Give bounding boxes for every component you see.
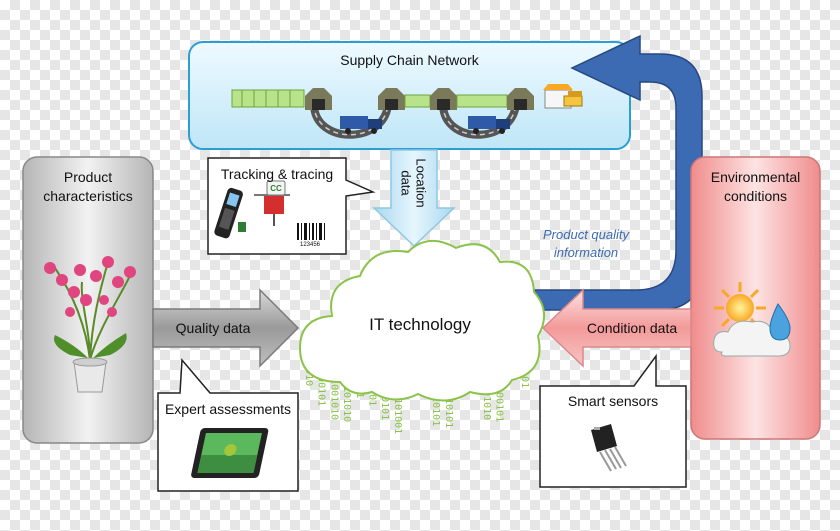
it-technology-cloud xyxy=(298,240,545,402)
quality-data-arrow xyxy=(152,288,300,368)
location-data-label: Location data xyxy=(392,157,436,208)
rfid-scanner-icon xyxy=(214,187,246,239)
tablet-icon xyxy=(191,428,269,478)
truck-icon xyxy=(468,116,510,134)
product-title-line2: characteristics xyxy=(43,188,133,204)
depot-icon xyxy=(305,88,332,110)
smart-sensors-title: Smart sensors xyxy=(567,393,659,409)
environmental-conditions-panel xyxy=(690,156,821,440)
barcode-icon xyxy=(297,223,325,240)
orchid-plant-icon xyxy=(44,256,136,393)
product-title-line1: Product xyxy=(63,169,113,185)
location-data-line2: data xyxy=(399,169,414,196)
depot-icon xyxy=(378,88,405,110)
supply-chain-title: Supply Chain Network xyxy=(340,52,479,68)
warehouse-icon xyxy=(404,94,431,108)
weather-icon xyxy=(713,282,791,357)
supply-chain-illustration xyxy=(231,84,583,139)
tracking-callout xyxy=(207,157,376,255)
rfid-tag-icon xyxy=(254,180,290,226)
environment-title-line1: Environmental xyxy=(710,169,801,185)
depot-icon xyxy=(430,88,457,110)
quality-data-label: Quality data xyxy=(175,320,251,336)
product-quality-line1: Product quality xyxy=(543,227,629,242)
binary-column: 10101010 xyxy=(341,374,352,422)
expert-callout xyxy=(157,358,299,492)
depot-icon xyxy=(507,88,534,110)
sensor-chip-icon xyxy=(591,424,627,472)
product-characteristics-title: Product characteristics xyxy=(23,168,153,206)
smart-sensors-callout xyxy=(539,353,687,488)
location-data-line1: Location xyxy=(414,157,429,208)
condition-data-arrow xyxy=(541,288,692,368)
expert-assessments-title: Expert assessments xyxy=(164,401,292,417)
product-quality-line2: information xyxy=(553,245,619,260)
product-quality-label: Product quality information xyxy=(522,226,650,262)
warehouse-icon xyxy=(231,89,305,108)
cc-badge-text: CC xyxy=(270,184,282,193)
location-data-arrow xyxy=(372,149,456,248)
truck-icon xyxy=(340,116,382,134)
tracking-title: Tracking & tracing xyxy=(220,166,334,182)
retail-shop-icon xyxy=(543,84,583,109)
cloud-label: IT technology xyxy=(369,315,471,334)
binary-column: 1010101001 xyxy=(392,374,403,434)
environment-title-line2: conditions xyxy=(723,188,788,204)
barcode-number: 123456 xyxy=(300,242,321,248)
condition-data-label: Condition data xyxy=(586,320,678,336)
binary-column: 10100101 xyxy=(494,374,505,422)
warehouse-icon xyxy=(456,94,508,108)
environmental-conditions-title: Environmental conditions xyxy=(691,168,820,206)
binary-column: 0101001010 xyxy=(328,360,339,420)
